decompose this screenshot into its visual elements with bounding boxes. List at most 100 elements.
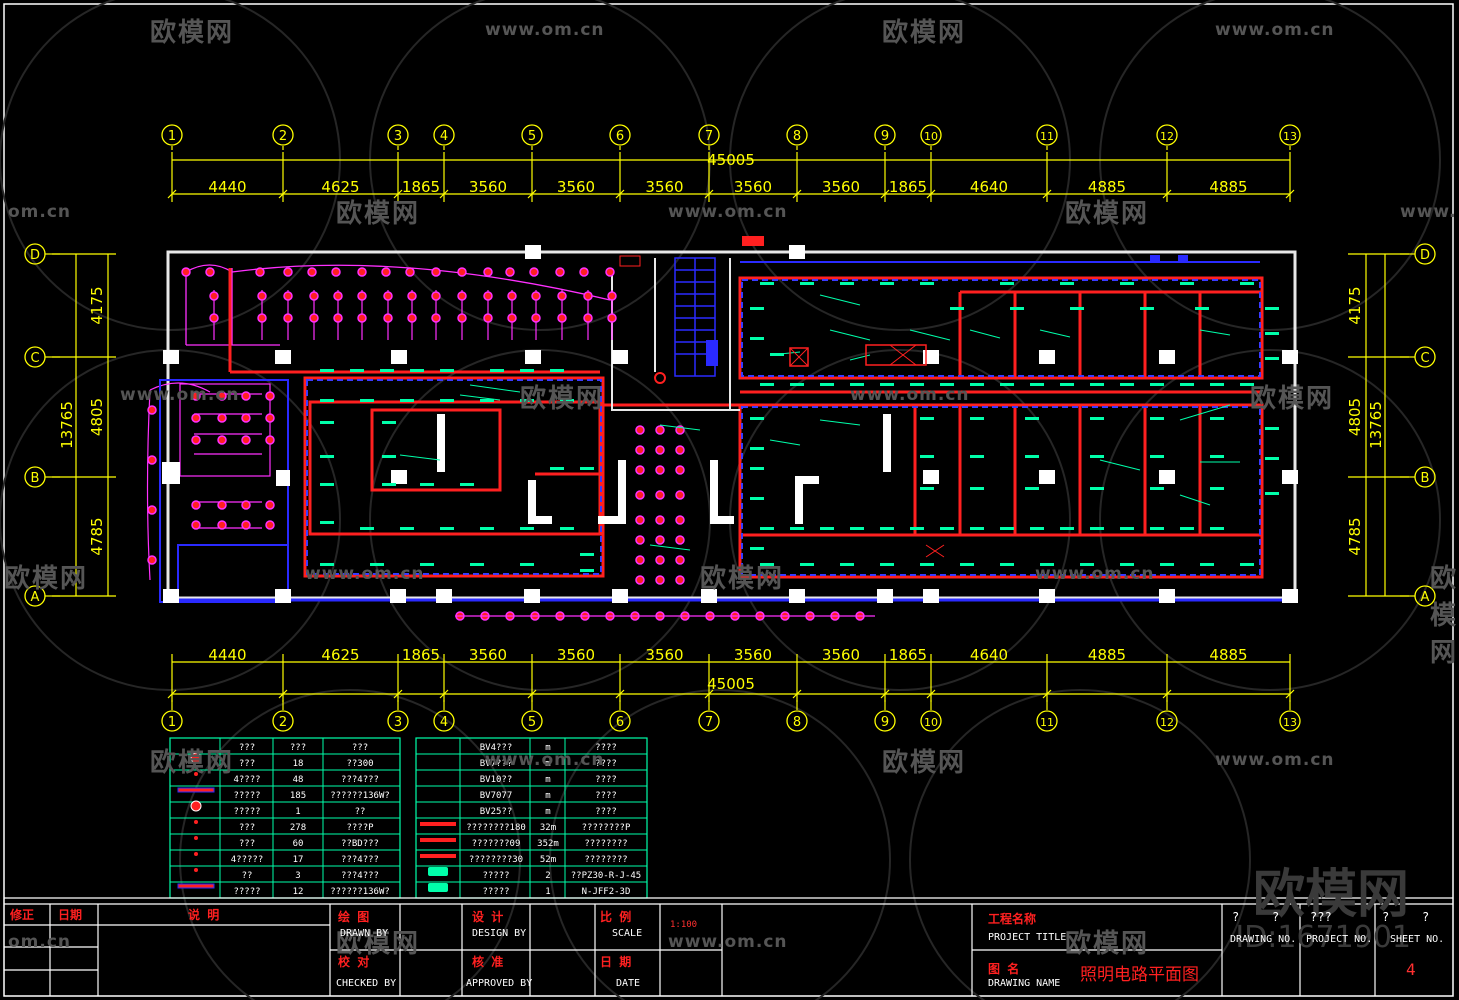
dimension-tick	[704, 189, 714, 199]
legend-right-name: BV7077	[480, 791, 513, 801]
side-dimension-label: 4805	[88, 398, 106, 436]
dimension-tick	[880, 689, 890, 699]
circuit-tag-mark	[1265, 457, 1279, 460]
circuit-tag-mark	[1090, 455, 1104, 458]
ceiling-lamp-icon	[407, 313, 417, 323]
circuit-tag-mark	[1010, 307, 1024, 310]
circuit-tag-mark	[382, 455, 396, 458]
drawn-by-en: DRAWN BY	[340, 928, 389, 939]
ceiling-lamp-icon	[635, 445, 645, 455]
project-title-cn: 工程名称	[988, 912, 1037, 926]
drawn-by-cn: 绘 图	[338, 910, 370, 924]
grid-column-top-label: 7	[705, 129, 713, 144]
circuit-tag-mark	[750, 447, 764, 450]
dimension-tick	[439, 189, 449, 199]
structural-column	[612, 589, 628, 603]
legend-right-name: ????????180	[466, 823, 526, 833]
ceiling-lamp-icon	[607, 291, 617, 301]
structural-column	[1159, 470, 1175, 484]
ceiling-lamp-icon	[257, 291, 267, 301]
legend-left-name: 4?????	[231, 855, 264, 865]
circuit-tag-mark	[1150, 383, 1164, 386]
legend-right-unit: m	[545, 791, 550, 801]
grid-column-bottom-label: 3	[394, 715, 402, 730]
circuit-tag-mark	[550, 369, 564, 372]
grid-column-top-label: 8	[793, 129, 801, 144]
project-title-en: PROJECT TITLE	[988, 932, 1067, 943]
circuit-tag-mark	[1030, 383, 1044, 386]
circuit-tag-mark	[360, 399, 374, 402]
circuit-tag-mark	[1040, 563, 1054, 566]
grid-column-bottom-label: 5	[528, 715, 536, 730]
circuit-tag-mark	[790, 383, 804, 386]
circuit-tag-mark	[400, 527, 414, 530]
ceiling-lamp-icon	[457, 313, 467, 323]
ceiling-lamp-icon	[675, 575, 685, 585]
ceiling-lamp-icon	[605, 267, 615, 277]
legend-left-spec: ???4???	[341, 775, 379, 785]
legend-left-name: ?????	[233, 807, 260, 817]
circuit-tag-mark	[1160, 563, 1174, 566]
grid-column-bottom-circle	[920, 710, 942, 732]
approved-by-en: APPROVED BY	[466, 978, 533, 989]
annotation-leader	[819, 294, 861, 306]
circuit-tag-mark	[760, 527, 774, 530]
annotation-leader	[1179, 494, 1211, 506]
circuit-tag-mark	[920, 282, 934, 285]
left-stair-outline	[159, 379, 289, 603]
grid-column-top-circle	[161, 124, 183, 146]
blue-dashed	[306, 279, 1261, 576]
dimension-tick	[393, 189, 403, 199]
dimension-lines	[45, 146, 1415, 710]
grid-row-right-label: B	[1421, 471, 1430, 486]
structural-column	[877, 589, 893, 603]
structural-column	[275, 350, 291, 364]
grid-column-bottom-circle	[387, 710, 409, 732]
grid-row-left-circle	[24, 346, 46, 368]
revision-label: 修正	[10, 908, 35, 922]
side-dimension-total: 13765	[58, 401, 76, 449]
ceiling-lamp-icon	[181, 267, 191, 277]
legend-right-unit: m	[545, 743, 550, 753]
ceiling-lamp-icon	[483, 291, 493, 301]
dimension-tick	[527, 689, 537, 699]
left-stair-lighting	[146, 382, 271, 581]
circuit-tag-mark	[820, 527, 834, 530]
structural-column	[612, 350, 628, 364]
grid-row-left-circle	[24, 466, 46, 488]
grid-row-right-circle	[1414, 466, 1436, 488]
legend-wire-icon	[420, 822, 456, 826]
circuit-tag-mark	[1120, 563, 1134, 566]
dimension-tick	[167, 689, 177, 699]
legend-panel-icon	[428, 883, 448, 892]
circuit-tag-mark	[750, 417, 764, 420]
structural-column	[1039, 470, 1055, 484]
ceiling-lamp-icon	[635, 575, 645, 585]
structural-column	[275, 589, 291, 603]
circuit-tag-mark	[800, 282, 814, 285]
legend-right-name: ???????09	[472, 839, 521, 849]
ceiling-lamp-icon	[241, 391, 251, 401]
circuit-tag-mark	[750, 337, 764, 340]
ceiling-lamp-icon	[205, 267, 215, 277]
circuit-tag-mark	[970, 455, 984, 458]
drawing-name-en: DRAWING NAME	[988, 978, 1061, 989]
circuit-tag-mark	[1090, 527, 1104, 530]
structural-column	[1039, 350, 1055, 364]
ceiling-lamp-icon	[583, 313, 593, 323]
watermark-id: ID:1671901	[1235, 920, 1411, 955]
annotation-leader	[659, 424, 701, 431]
ceiling-lamp-icon	[255, 267, 265, 277]
dimension-span-label: 4640	[970, 646, 1008, 664]
circuit-tag-mark	[440, 527, 454, 530]
circuit-tag-mark	[950, 307, 964, 310]
ceiling-lamp-icon	[147, 555, 157, 565]
legend-left-spec: ??	[355, 807, 366, 817]
grid-row-left-label: C	[30, 351, 39, 366]
watermark-big-logo: 欧模网	[1252, 865, 1409, 925]
legend-left-qty: 1	[295, 807, 300, 817]
grid-column-top-circle	[786, 124, 808, 146]
ceiling-lamp-icon	[265, 520, 275, 530]
structural-column	[436, 589, 452, 603]
legend-left-qty: 278	[290, 823, 306, 833]
